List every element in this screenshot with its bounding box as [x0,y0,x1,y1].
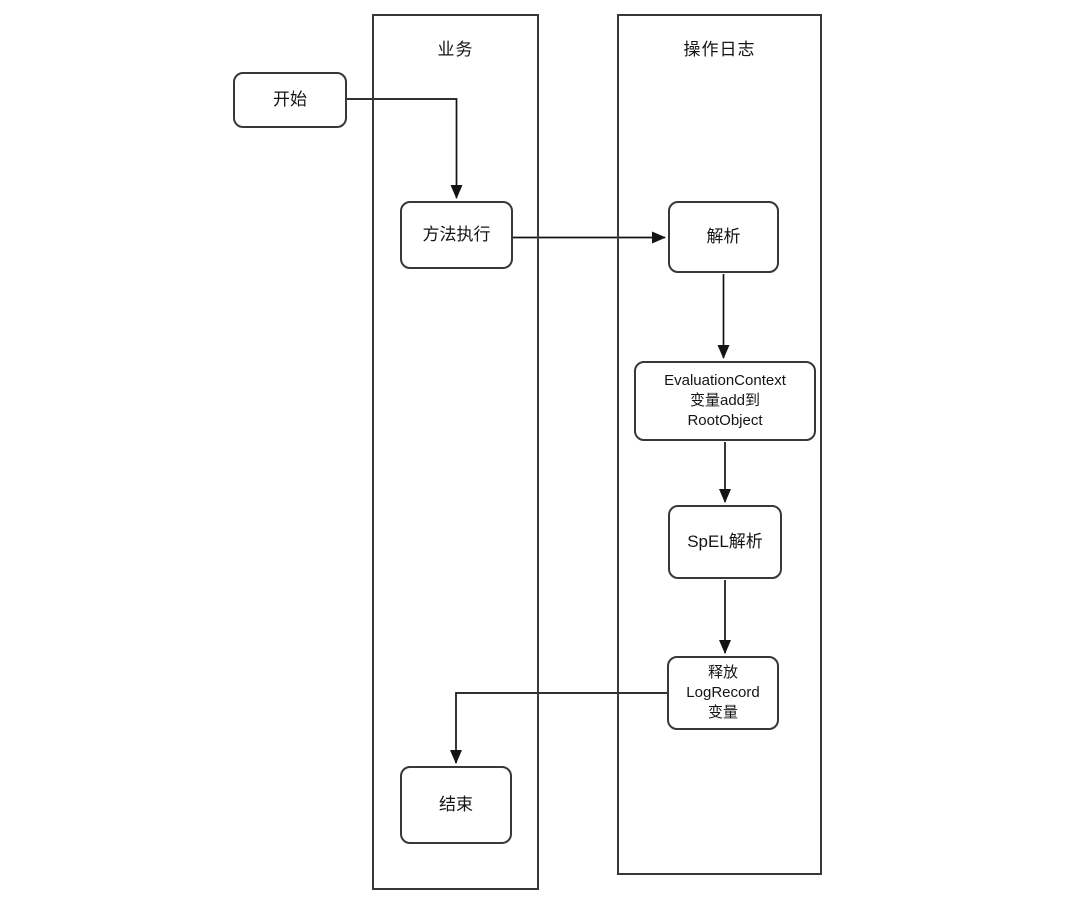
lane-operation-log-title: 操作日志 [683,40,756,59]
node-release-logrecord-label: 释放 LogRecord 变量 [686,664,760,721]
node-method-execution: 方法执行 [400,201,513,269]
node-start: 开始 [233,72,347,128]
node-spel-parse-label: SpEL解析 [687,532,763,552]
node-parse-label: 解析 [706,227,741,247]
node-parse: 解析 [668,201,779,273]
node-release-logrecord: 释放 LogRecord 变量 [667,656,779,730]
lane-operation-log: 操作日志 [617,14,822,875]
node-end: 结束 [400,766,512,844]
lane-business: 业务 [372,14,539,890]
node-spel-parse: SpEL解析 [668,505,782,579]
node-end-label: 结束 [439,795,473,815]
node-evaluation-context-label: EvaluationContext 变量add到 RootObject [664,372,786,429]
lane-business-title: 业务 [437,40,474,59]
node-method-execution-label: 方法执行 [422,225,491,245]
node-start-label: 开始 [273,90,307,110]
node-evaluation-context: EvaluationContext 变量add到 RootObject [634,361,816,441]
